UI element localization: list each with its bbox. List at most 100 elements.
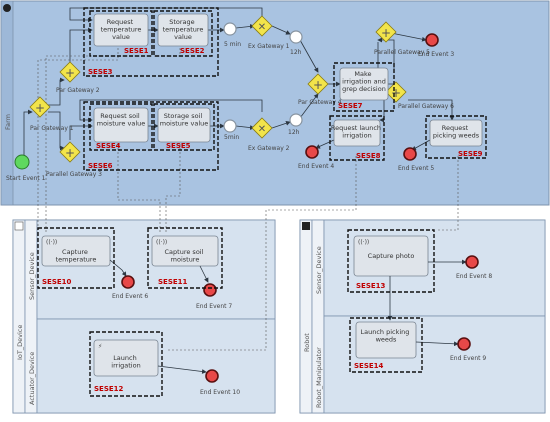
task-make-irrigation-label-line: irrigation and — [342, 78, 386, 86]
task-storage-temperature-label-line: temperature — [163, 26, 204, 34]
sese7-label: SESE7 — [338, 102, 363, 110]
sese13-label: SESE13 — [356, 282, 386, 290]
end-event-3-label: End Event 3 — [418, 51, 454, 58]
sese14-box — [349, 317, 423, 373]
sese11-label: SESE11 — [158, 278, 188, 286]
robot-pool-label: Robot — [303, 333, 311, 352]
end-event-7-label: End Event 7 — [196, 303, 232, 310]
start-event-1 — [14, 154, 30, 170]
task-capture-temperature-label-line: temperature — [56, 256, 97, 264]
parallel-gateway-5-label: Parallel Gateway 5 — [374, 49, 430, 56]
svg-text:Launch irrigation: Launch irrigation — [111, 354, 140, 370]
par-gateway-4-label: Par Gateway 4 — [298, 99, 342, 106]
task-capture-temperature-label: Capture — [62, 248, 88, 256]
end-event-3 — [425, 33, 439, 47]
task-capture-soil-moisture: ((·)) Capture soil moisture — [151, 235, 219, 267]
sese9-box — [425, 115, 487, 159]
svg-text:Request soil moisture valu: Request soil moisture value — [97, 112, 146, 128]
svg-text:+: + — [313, 78, 323, 92]
sese8-label: SESE8 — [356, 152, 381, 160]
sese12-label: SESE12 — [94, 385, 124, 393]
task-capture-soil-label-line: moisture — [171, 256, 200, 264]
task-storage-temperature-label: Storage — [169, 18, 194, 26]
task-capture-photo-label: Capture photo — [368, 252, 415, 260]
svg-text:Storage soil moisture valu: Storage soil moisture value — [160, 112, 209, 128]
sese6-box — [83, 101, 219, 171]
end-event-5-label: End Event 5 — [398, 165, 434, 172]
end-event-8 — [465, 255, 479, 269]
svg-text:Capture soil moisture: Capture soil moisture — [165, 248, 206, 264]
sese7-box — [333, 62, 395, 112]
task-storage-temperature-label-line: value — [174, 33, 192, 41]
task-make-irrigation-label-line: grep decision — [342, 85, 386, 93]
task-request-picking-weeds-label: Request — [442, 124, 469, 132]
svg-text:Capture photo: Capture photo — [368, 252, 415, 260]
end-event-10-label: End Event 10 — [200, 389, 240, 396]
ex-gateway-2: ✕ — [251, 117, 273, 139]
svg-text:((·)): ((·)) — [46, 239, 57, 246]
svg-text:Request picking weeds: Request picking weeds — [433, 124, 480, 140]
sese6-label: SESE6 — [88, 162, 113, 170]
timer-event-12h-2 — [289, 113, 303, 127]
timer-events: 5 min 12h 5min 12h — [223, 22, 303, 141]
end-event-10 — [205, 369, 219, 383]
svg-text:+: + — [65, 146, 75, 160]
end-event-9 — [457, 337, 471, 351]
timer-5min-label-2: 5min — [224, 134, 239, 141]
par-gateway-2-label: Par Gateway 2 — [56, 87, 100, 94]
sese1-box — [89, 10, 153, 57]
sese-boxes — [37, 7, 487, 397]
sese1-label: SESE1 — [124, 47, 149, 55]
svg-text:Launch picking weeds: Launch picking weeds — [360, 328, 411, 344]
task-launch-irrigation: ⚡ Launch irrigation — [93, 339, 159, 377]
actuator-device-lane-label: Actuator_Device — [28, 352, 36, 405]
task-request-temperature-label: Request — [107, 18, 134, 26]
task-request-temperature-label-line: value — [112, 33, 130, 41]
sese10-box — [37, 227, 115, 289]
task-launch-irrigation-label: Launch — [113, 354, 137, 362]
parallel-gateway-6-label: Parallel Gateway 6 — [398, 103, 454, 110]
iot-device-pool: IoT_Device Sensor_Device Actuator_Device — [12, 219, 276, 414]
task-request-launch-irrigation: Request launch irrigation — [331, 119, 381, 147]
timer-5min-label: 5 min — [224, 41, 241, 48]
timer-12h-label-2: 12h — [288, 129, 300, 136]
sese4-box — [89, 103, 153, 151]
sese4-label: SESE4 — [96, 142, 121, 150]
svg-text:((·)): ((·)) — [358, 239, 369, 246]
task-launch-picking-weeds: Launch picking weeds — [355, 321, 417, 359]
task-request-soil-label-line: moisture value — [97, 120, 146, 128]
task-capture-photo: ((·)) Capture photo — [353, 235, 429, 277]
par-gateway-1: + — [29, 96, 51, 118]
task-launch-picking-weeds-label: Launch picking — [360, 328, 409, 336]
task-storage-soil-moisture: Storage soil moisture value — [157, 107, 211, 143]
task-request-soil-moisture: Request soil moisture value — [93, 107, 149, 143]
svg-text:+: + — [381, 26, 391, 40]
parallel-gateway-6: + — [385, 81, 407, 103]
message-flows — [37, 48, 459, 351]
sese5-label: SESE5 — [166, 142, 191, 150]
end-event-9-label: End Event 9 — [450, 355, 486, 362]
ex-gateway-2-label: Ex Gateway 2 — [248, 145, 290, 152]
svg-text:+: + — [65, 66, 75, 80]
sese14-label: SESE14 — [354, 362, 384, 370]
task-make-irrigation-label: Make — [354, 70, 371, 78]
task-capture-soil-label: Capture soil — [165, 248, 204, 256]
farm-pool: Farm — [0, 0, 550, 206]
svg-text:Capture temperature: Capture temperature — [56, 248, 97, 264]
timer-12h-label-1: 12h — [290, 49, 302, 56]
par-gateway-4: + — [307, 73, 329, 95]
task-request-launch-irrigation-label-line: irrigation — [342, 132, 371, 140]
sese11-box — [147, 227, 223, 289]
end-event-4 — [305, 145, 319, 159]
end-event-6 — [121, 275, 135, 289]
task-request-picking-weeds: Request picking weeds — [429, 119, 483, 147]
sese13-box — [347, 229, 435, 293]
timer-event-5min-1 — [223, 22, 237, 36]
ex-gateway-1-label: Ex Gateway 1 — [248, 43, 290, 50]
robot-sensor-device-lane-label: Sensor_Device — [315, 246, 323, 294]
